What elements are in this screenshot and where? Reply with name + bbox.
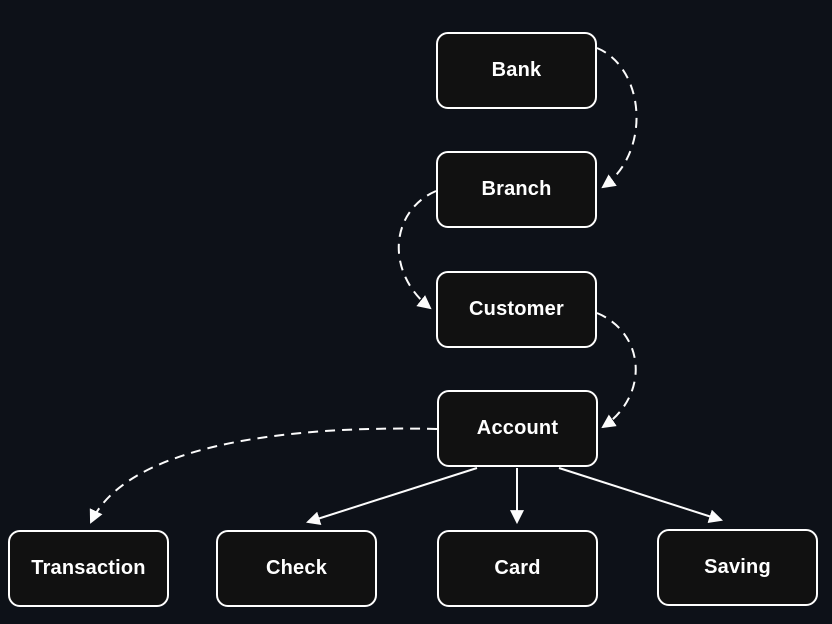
edge-account-check (305, 467, 478, 526)
node-branch-label: Branch (481, 178, 552, 200)
node-account-label: Account (476, 417, 559, 439)
node-transaction[interactable]: Transaction (8, 530, 169, 607)
edge-branch-customer (397, 190, 437, 310)
node-saving[interactable]: Saving (657, 529, 818, 606)
node-bank[interactable]: Bank (436, 32, 597, 109)
node-customer[interactable]: Customer (436, 271, 597, 348)
edge-account-saving (558, 467, 723, 524)
node-account[interactable]: Account (437, 390, 598, 467)
node-customer-label: Customer (469, 298, 564, 320)
edge-account-transaction (89, 427, 438, 524)
edge-customer-account (596, 312, 637, 429)
node-card-label: Card (494, 557, 541, 579)
node-transaction-label: Transaction (31, 557, 146, 579)
node-branch[interactable]: Branch (436, 151, 597, 228)
node-check-label: Check (265, 557, 328, 579)
node-check[interactable]: Check (216, 530, 377, 607)
edge-bank-branch (596, 47, 638, 189)
node-card[interactable]: Card (437, 530, 598, 607)
node-saving-label: Saving (704, 556, 771, 578)
node-bank-label: Bank (491, 59, 542, 81)
